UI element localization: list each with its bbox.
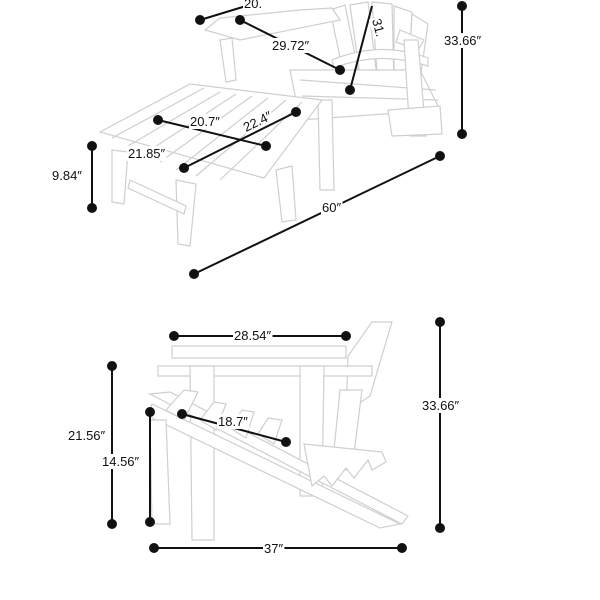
label-armrest-length: 29.72″	[272, 38, 310, 53]
dim-line-total-length	[189, 151, 445, 279]
label-top-height: 33.66″	[444, 33, 482, 48]
label-side-height: 33.66″	[422, 398, 460, 413]
top-dimension-labels: 20. 29.72″ 31. 33.66″ 20.7″ 22.4″ 21.85″…	[51, 0, 483, 215]
label-total-length: 60″	[322, 200, 341, 215]
label-seat-height: 14.56″	[102, 454, 140, 469]
label-seat-depth: 18.7″	[218, 414, 248, 429]
label-back-partial: 31.	[369, 17, 388, 38]
label-ottoman-height: 9.84″	[52, 168, 82, 183]
chair-side-view-illustration	[147, 321, 409, 541]
dim-line-seat-depth-partial	[195, 5, 247, 25]
label-arm-length: 28.54″	[234, 328, 272, 343]
label-ottoman-length: 21.85″	[128, 146, 166, 161]
label-depth: 37″	[264, 541, 283, 556]
label-ottoman-depth: 20.7″	[190, 114, 220, 129]
label-arm-height: 21.56″	[68, 428, 106, 443]
label-seat-depth-partial: 20.	[244, 0, 262, 11]
dim-line-back-partial	[345, 5, 373, 95]
side-dimension-labels: 28.54″ 33.66″ 21.56″ 14.56″ 18.7″ 37″	[67, 328, 461, 556]
